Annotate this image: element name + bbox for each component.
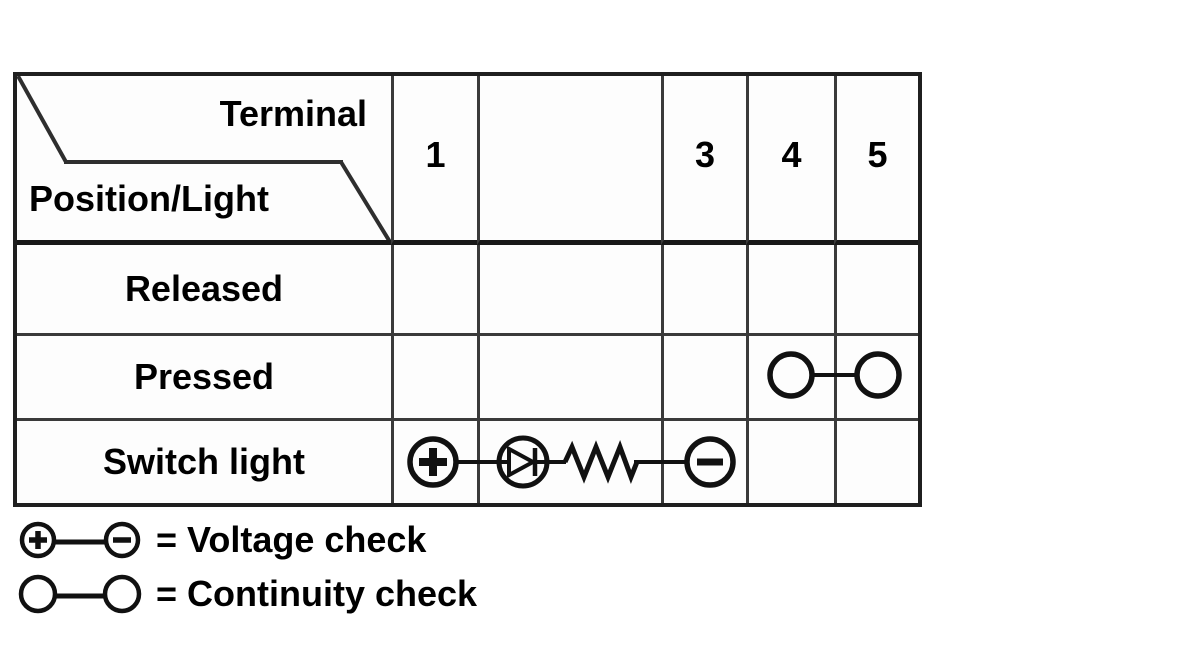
legend-row-continuity: = Continuity check bbox=[16, 570, 477, 618]
table-cell bbox=[477, 333, 661, 418]
row-label-released: Released bbox=[124, 268, 284, 309]
table-cell bbox=[477, 245, 661, 333]
table-cell bbox=[661, 245, 746, 333]
table-cell bbox=[834, 418, 918, 503]
legend: = Voltage check = Continuity check bbox=[16, 516, 477, 624]
table-cell bbox=[391, 418, 477, 503]
column-header-5: 5 bbox=[834, 76, 918, 245]
table-cell bbox=[661, 418, 746, 503]
corner-top-label: Terminal bbox=[219, 93, 367, 134]
table-cell bbox=[391, 333, 477, 418]
column-header-4: 4 bbox=[746, 76, 834, 245]
row-label-pressed: Pressed bbox=[17, 333, 391, 418]
column-header-3: 3 bbox=[661, 76, 746, 245]
table-cell bbox=[661, 333, 746, 418]
table-cell bbox=[746, 333, 834, 418]
table-cell bbox=[391, 245, 477, 333]
column-header-2-blank bbox=[477, 76, 661, 245]
table-cell bbox=[477, 418, 661, 503]
diagonal-divider bbox=[17, 76, 391, 240]
table-cell bbox=[834, 333, 918, 418]
row-label-switch-light: Switch light bbox=[17, 418, 391, 503]
table-cell bbox=[746, 418, 834, 503]
table-cell bbox=[834, 245, 918, 333]
legend-row-voltage: = Voltage check bbox=[16, 516, 477, 564]
continuity-check-symbol-icon bbox=[18, 574, 142, 614]
legend-continuity-label: = Continuity check bbox=[156, 573, 478, 614]
voltage-check-symbol-icon bbox=[19, 521, 141, 559]
corner-bottom-label: Position/Light bbox=[29, 178, 269, 219]
column-header-1: 1 bbox=[391, 76, 477, 245]
terminal-check-table: Terminal Position/Light 1 3 4 5 Released… bbox=[13, 72, 922, 507]
table-cell bbox=[746, 245, 834, 333]
legend-voltage-label: = Voltage check bbox=[156, 519, 427, 560]
corner-header-cell: Terminal Position/Light bbox=[17, 76, 391, 245]
